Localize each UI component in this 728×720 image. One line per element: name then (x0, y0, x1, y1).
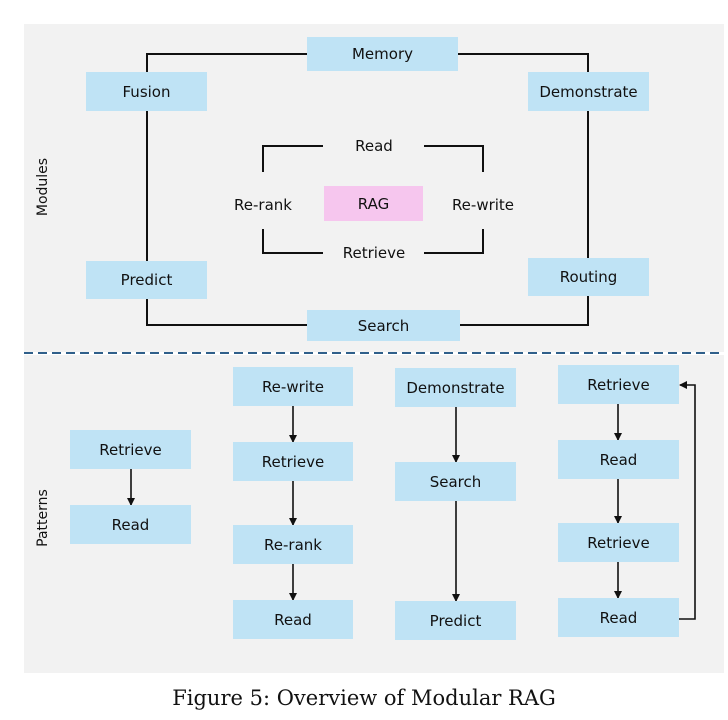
rag-core: RAG (324, 186, 423, 221)
pattern2-step3: Re-rank (233, 525, 353, 564)
pattern3-step2: Search (395, 462, 516, 501)
pattern4-step3: Retrieve (558, 523, 679, 562)
outer-ring-lines (146, 53, 589, 326)
patterns-section-label: Patterns (35, 489, 51, 547)
modules-section-label: Modules (35, 157, 51, 217)
demonstrate-module: Demonstrate (528, 72, 649, 111)
pattern4-step4: Read (558, 598, 679, 637)
pattern2-step4: Read (233, 600, 353, 639)
rewrite-module: Re-write (451, 196, 515, 214)
predict-module: Predict (86, 261, 207, 299)
rerank-module: Re-rank (234, 196, 292, 214)
pattern-arrows (127, 381, 696, 620)
pattern4-step1: Retrieve (558, 365, 679, 404)
fusion-module: Fusion (86, 72, 207, 111)
search-module: Search (307, 310, 460, 341)
inner-ring-lines (262, 145, 484, 254)
pattern3-step3: Predict (395, 601, 516, 640)
pattern2-step1: Re-write (233, 367, 353, 406)
read-module: Read (355, 137, 393, 155)
retrieve-module: Retrieve (342, 244, 406, 262)
memory-module: Memory (307, 37, 458, 71)
routing-module: Routing (528, 258, 649, 296)
figure-caption: Figure 5: Overview of Modular RAG (172, 686, 556, 710)
pattern4-step2: Read (558, 440, 679, 479)
pattern2-step2: Retrieve (233, 442, 353, 481)
pattern1-step1: Retrieve (70, 430, 191, 469)
pattern1-step2: Read (70, 505, 191, 544)
pattern3-step1: Demonstrate (395, 368, 516, 407)
